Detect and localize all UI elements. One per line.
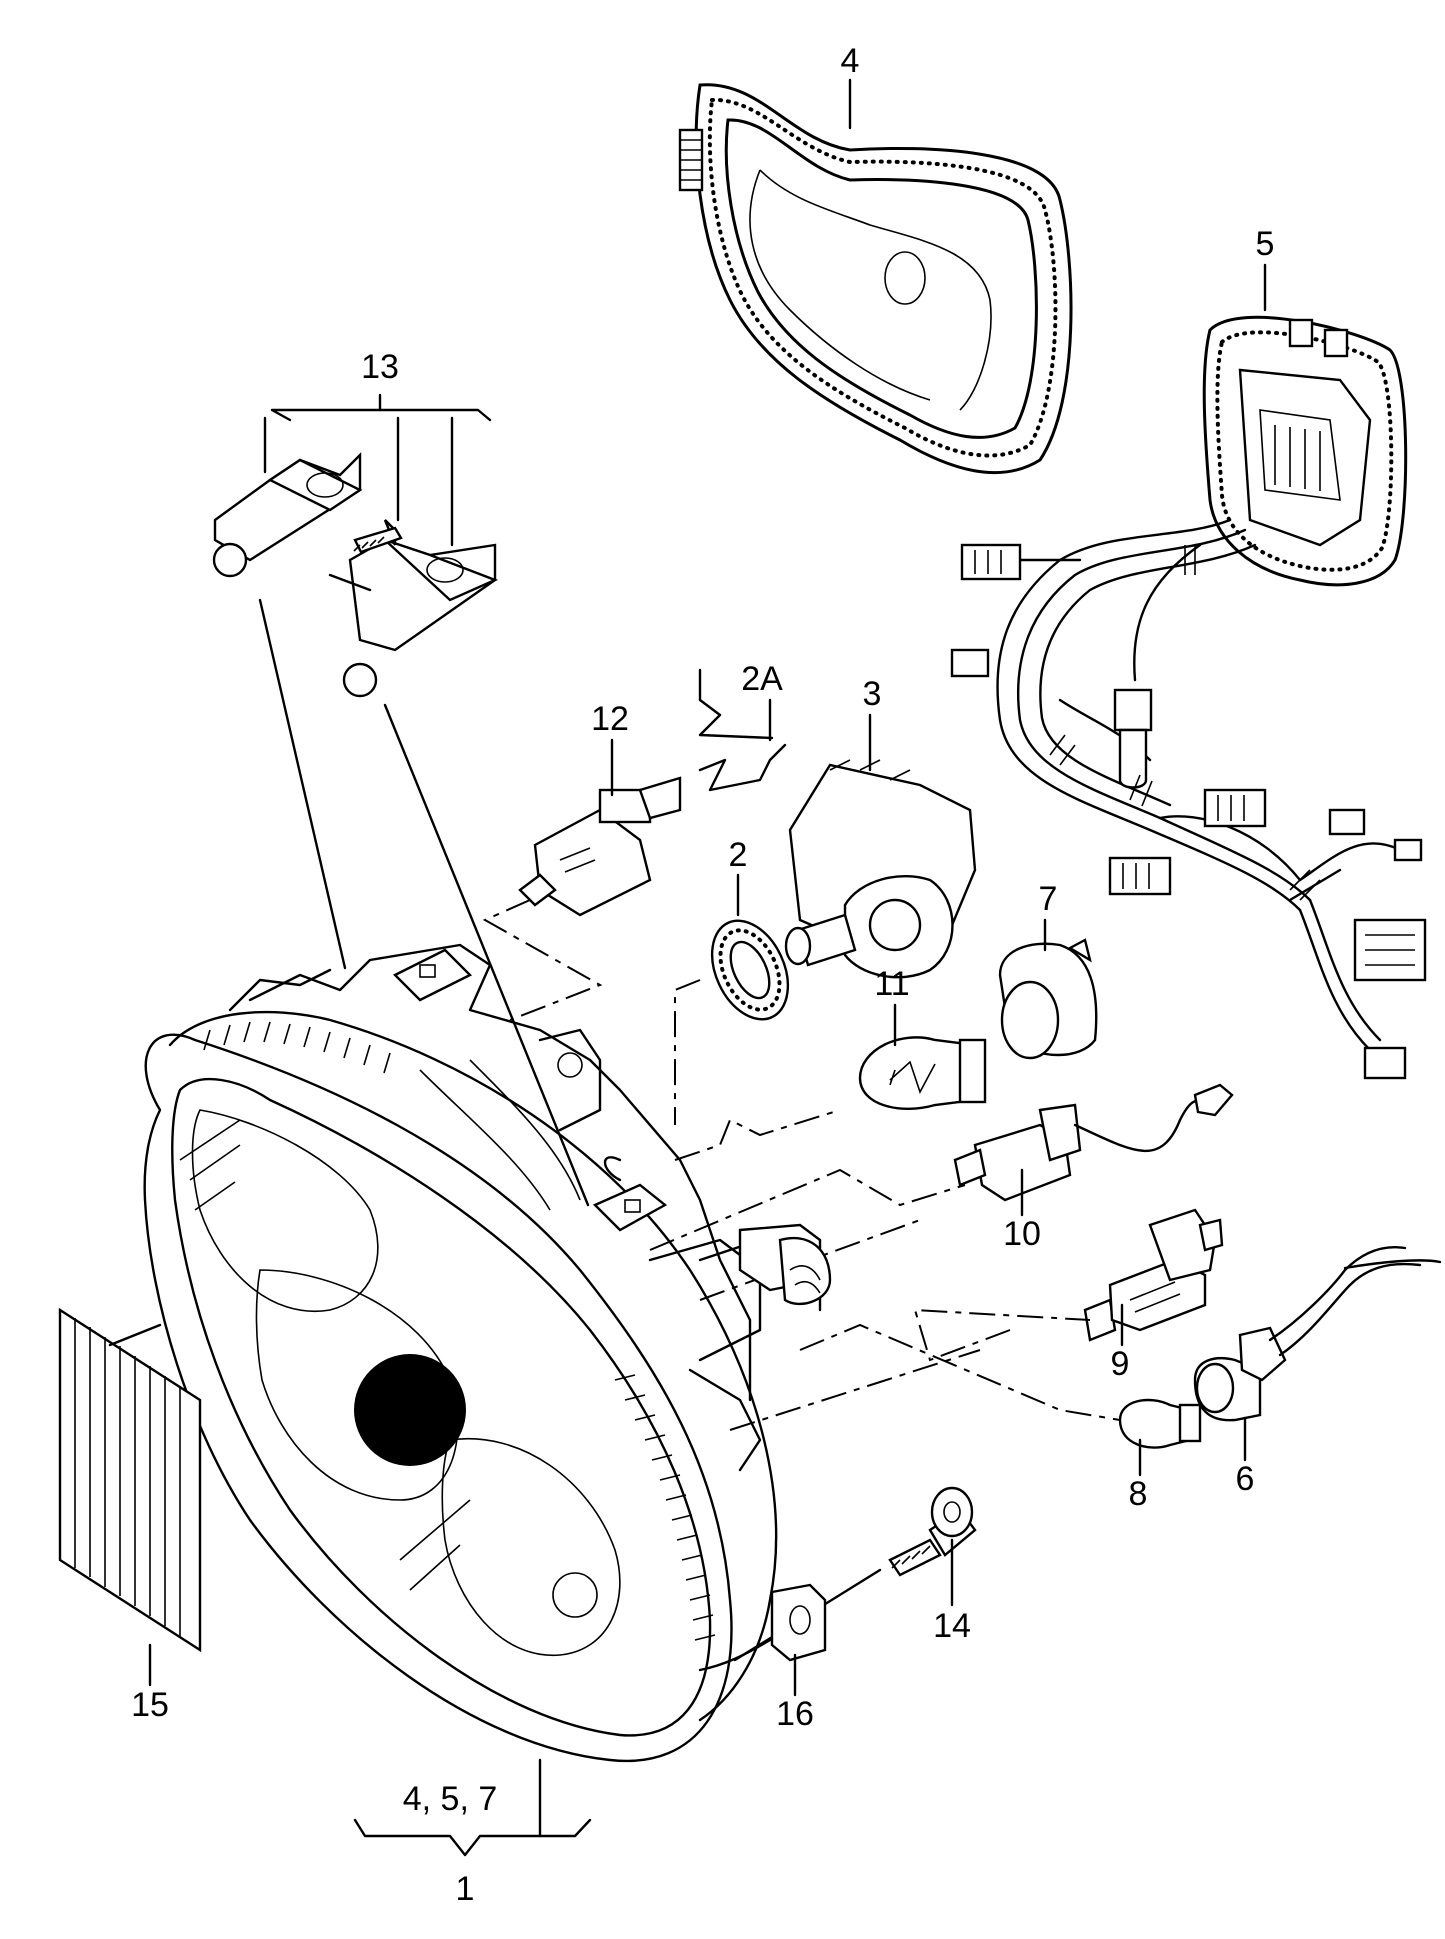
wiring-harness [950, 518, 1427, 1080]
callout-16: 16 [776, 1695, 814, 1733]
callout-8: 8 [1129, 1475, 1148, 1513]
callout-12: 12 [591, 700, 629, 738]
part-9-h1-bulb [1083, 1208, 1224, 1347]
callout-3: 3 [863, 675, 882, 713]
callout-6: 6 [1236, 1460, 1255, 1498]
part-15-protective-film [58, 1307, 202, 1687]
callout-1: 1 [456, 1870, 475, 1908]
callout-15: 15 [131, 1686, 169, 1724]
part-8-small-bulb [1118, 1398, 1202, 1477]
part-2a-spring-clip [698, 668, 787, 792]
callout-11: 11 [874, 965, 909, 1003]
callout-2a: 2A [741, 660, 783, 698]
callout-2: 2 [729, 836, 748, 874]
part-11-bulb [858, 1003, 987, 1110]
callout-7: 7 [1039, 880, 1058, 918]
callout-4-5-7: 4, 5, 7 [403, 1780, 498, 1818]
part-13-brackets [212, 393, 590, 1207]
part-16-clip-nut [698, 1583, 827, 1697]
part-3-bulb-holder [784, 713, 977, 979]
part-7-bulb-socket [998, 918, 1098, 1060]
callout-4: 4 [841, 42, 860, 80]
callout-labels: 4 5 13 2A 3 12 2 7 11 10 9 6 8 14 15 16 … [131, 42, 1274, 1908]
callout-9: 9 [1111, 1345, 1130, 1383]
black-dot-marker [354, 1354, 466, 1466]
part-2-o-ring [710, 873, 790, 1021]
callout-10: 10 [1003, 1215, 1041, 1253]
part-10-h1-bulb [953, 1083, 1234, 1217]
part-12-h7-bulb [518, 738, 682, 917]
main-headlight-housing [143, 943, 832, 1763]
callout-5: 5 [1256, 225, 1275, 263]
callout-14: 14 [933, 1607, 971, 1645]
part-6-socket [1193, 1246, 1442, 1462]
part-5-connector-housing [1202, 263, 1408, 587]
callout-13: 13 [361, 348, 399, 386]
assembly-bracket-1 [353, 1758, 592, 1857]
part-4-housing-gasket [678, 78, 1073, 475]
